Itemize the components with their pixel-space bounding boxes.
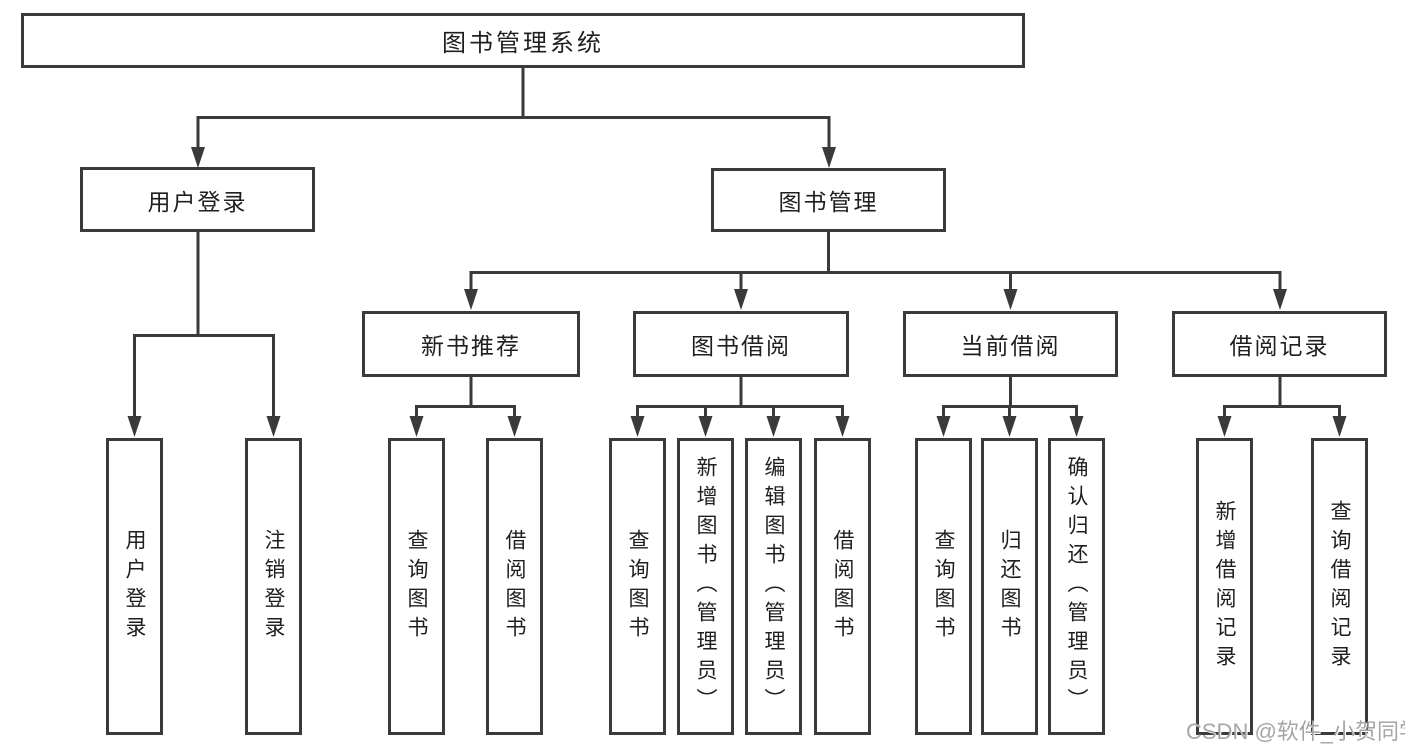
node-current-borrowing: 当前借阅 [903, 311, 1118, 377]
leaf-rec-query-books: 查询图书 [388, 438, 445, 735]
node-current-borrowing-label: 当前借阅 [960, 333, 1061, 359]
leaf-br-query-record-label: 查询借阅记录 [1328, 499, 1351, 674]
node-borrowing-records: 借阅记录 [1172, 311, 1387, 377]
leaf-cb-confirm-return-admin-label: 确认归还（管理员） [1065, 456, 1088, 717]
leaf-br-add-record: 新增借阅记录 [1196, 438, 1253, 735]
leaf-user-login: 用户登录 [106, 438, 163, 735]
leaf-rec-query-books-label: 查询图书 [405, 528, 428, 645]
leaf-cb-query-books-label: 查询图书 [932, 528, 955, 645]
node-book-management-label: 图书管理 [778, 189, 879, 215]
leaf-bb-edit-books-admin-label: 编辑图书（管理员） [762, 456, 785, 717]
leaf-logout: 注销登录 [245, 438, 302, 735]
leaf-bb-query-books: 查询图书 [609, 438, 666, 735]
node-book-borrowing: 图书借阅 [633, 311, 849, 377]
leaf-bb-add-books-admin-label: 新增图书（管理员） [694, 456, 717, 717]
leaf-bb-borrow-books: 借阅图书 [814, 438, 871, 735]
node-user-login-label: 用户登录 [147, 188, 248, 215]
arrowheads [127, 147, 1347, 437]
leaf-br-add-record-label: 新增借阅记录 [1213, 499, 1236, 674]
leaf-bb-borrow-books-label: 借阅图书 [831, 528, 854, 645]
node-new-book-recommend-label: 新书推荐 [421, 333, 521, 359]
node-library-system-label: 图书管理系统 [442, 30, 604, 57]
node-library-system: 图书管理系统 [21, 13, 1025, 68]
leaf-bb-query-books-label: 查询图书 [626, 528, 649, 645]
leaf-bb-edit-books-admin: 编辑图书（管理员） [745, 438, 802, 735]
leaf-logout-label: 注销登录 [262, 528, 285, 645]
leaf-user-login-label: 用户登录 [123, 528, 146, 645]
leaf-cb-confirm-return-admin: 确认归还（管理员） [1048, 438, 1105, 735]
csdn-watermark: CSDN @软件_小贺同学 [1186, 719, 1405, 744]
node-book-management: 图书管理 [711, 168, 946, 232]
leaf-br-query-record: 查询借阅记录 [1311, 438, 1368, 735]
leaf-cb-query-books: 查询图书 [915, 438, 972, 735]
node-borrowing-records-label: 借阅记录 [1229, 333, 1330, 359]
leaf-rec-borrow-books-label: 借阅图书 [503, 528, 526, 645]
leaf-cb-return-books: 归还图书 [981, 438, 1038, 735]
node-user-login: 用户登录 [80, 167, 315, 232]
leaf-cb-return-books-label: 归还图书 [998, 528, 1021, 645]
node-book-borrowing-label: 图书借阅 [691, 333, 791, 359]
leaf-bb-add-books-admin: 新增图书（管理员） [677, 438, 734, 735]
node-new-book-recommend: 新书推荐 [362, 311, 580, 377]
leaf-rec-borrow-books: 借阅图书 [486, 438, 543, 735]
